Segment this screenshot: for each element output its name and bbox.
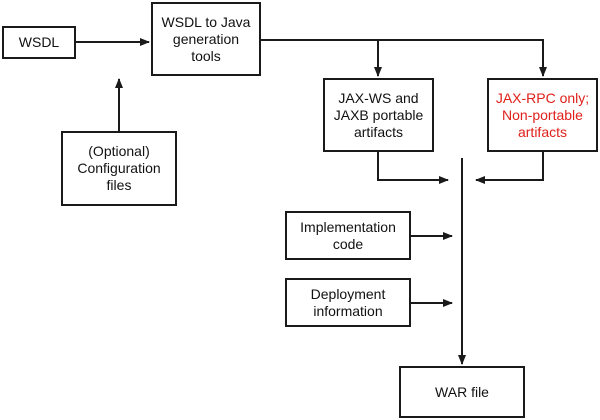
arrow-jaxws-to-trunk bbox=[377, 152, 449, 184]
node-wsdl: WSDL bbox=[2, 26, 76, 59]
node-optional-configuration-files: (Optional) Configuration files bbox=[61, 131, 177, 206]
arrow-jaxrpc-to-trunk bbox=[475, 152, 544, 184]
arrow-tools-to-jaxws bbox=[261, 39, 382, 77]
node-wsdl-to-java-tools: WSDL to Java generation tools bbox=[151, 2, 261, 76]
node-deployment-information: Deployment information bbox=[285, 278, 411, 327]
node-jaxrpc-non-portable-artifacts: JAX-RPC only; Non-portable artifacts bbox=[487, 78, 598, 152]
arrow-tools-to-jaxrpc bbox=[378, 39, 547, 77]
node-jaxws-jaxb-portable-artifacts: JAX-WS and JAXB portable artifacts bbox=[323, 78, 434, 152]
node-implementation-code: Implementation code bbox=[285, 211, 411, 260]
node-war-file: WAR file bbox=[399, 366, 525, 418]
